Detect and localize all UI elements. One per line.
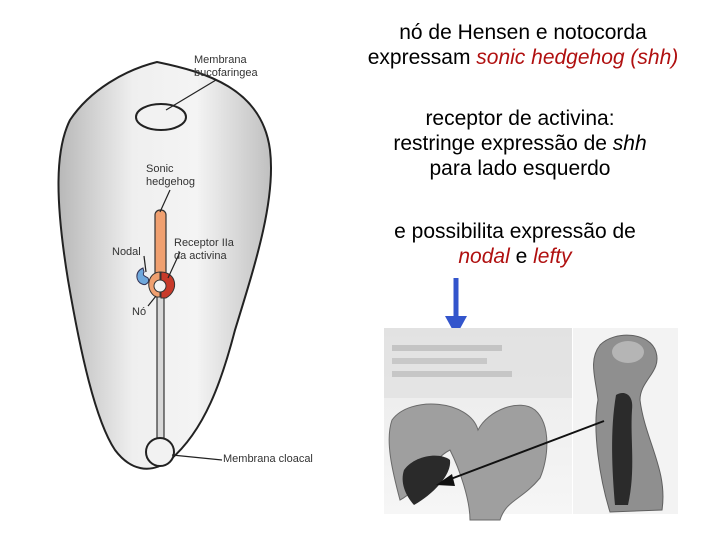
primitive-streak — [156, 289, 165, 446]
paragraph-receptor: receptor de activina: restringe expressã… — [393, 107, 647, 180]
photo-lefty-embryo — [573, 328, 678, 514]
blue-arrow-head — [445, 316, 467, 336]
slide-title: nó de Hensen e notocorda expressam sonic… — [367, 21, 679, 69]
label-sonic-hedgehog: Sonic hedgehog — [146, 163, 195, 188]
photo-nodal-embryo — [384, 328, 572, 521]
label-receptor-activina: Receptor IIa da activina — [174, 237, 234, 262]
connector-arrow-line — [447, 420, 605, 481]
nodal-expression — [136, 267, 149, 285]
cloacal-membrane — [145, 437, 175, 467]
paragraph-nodal-lefty: e possibilita expressão de nodal e lefty — [394, 220, 636, 268]
label-nodal: Nodal — [112, 246, 141, 258]
label-no: Nó — [132, 306, 147, 318]
node-right-red — [160, 271, 176, 299]
buccopharyngeal-membrane — [135, 103, 187, 131]
label-membrana-cloacal: Membrana cloacal — [223, 453, 313, 465]
label-membrana-bucofaringea: Membrana bucofaringea — [194, 54, 258, 79]
connector-arrow-head — [436, 474, 455, 486]
